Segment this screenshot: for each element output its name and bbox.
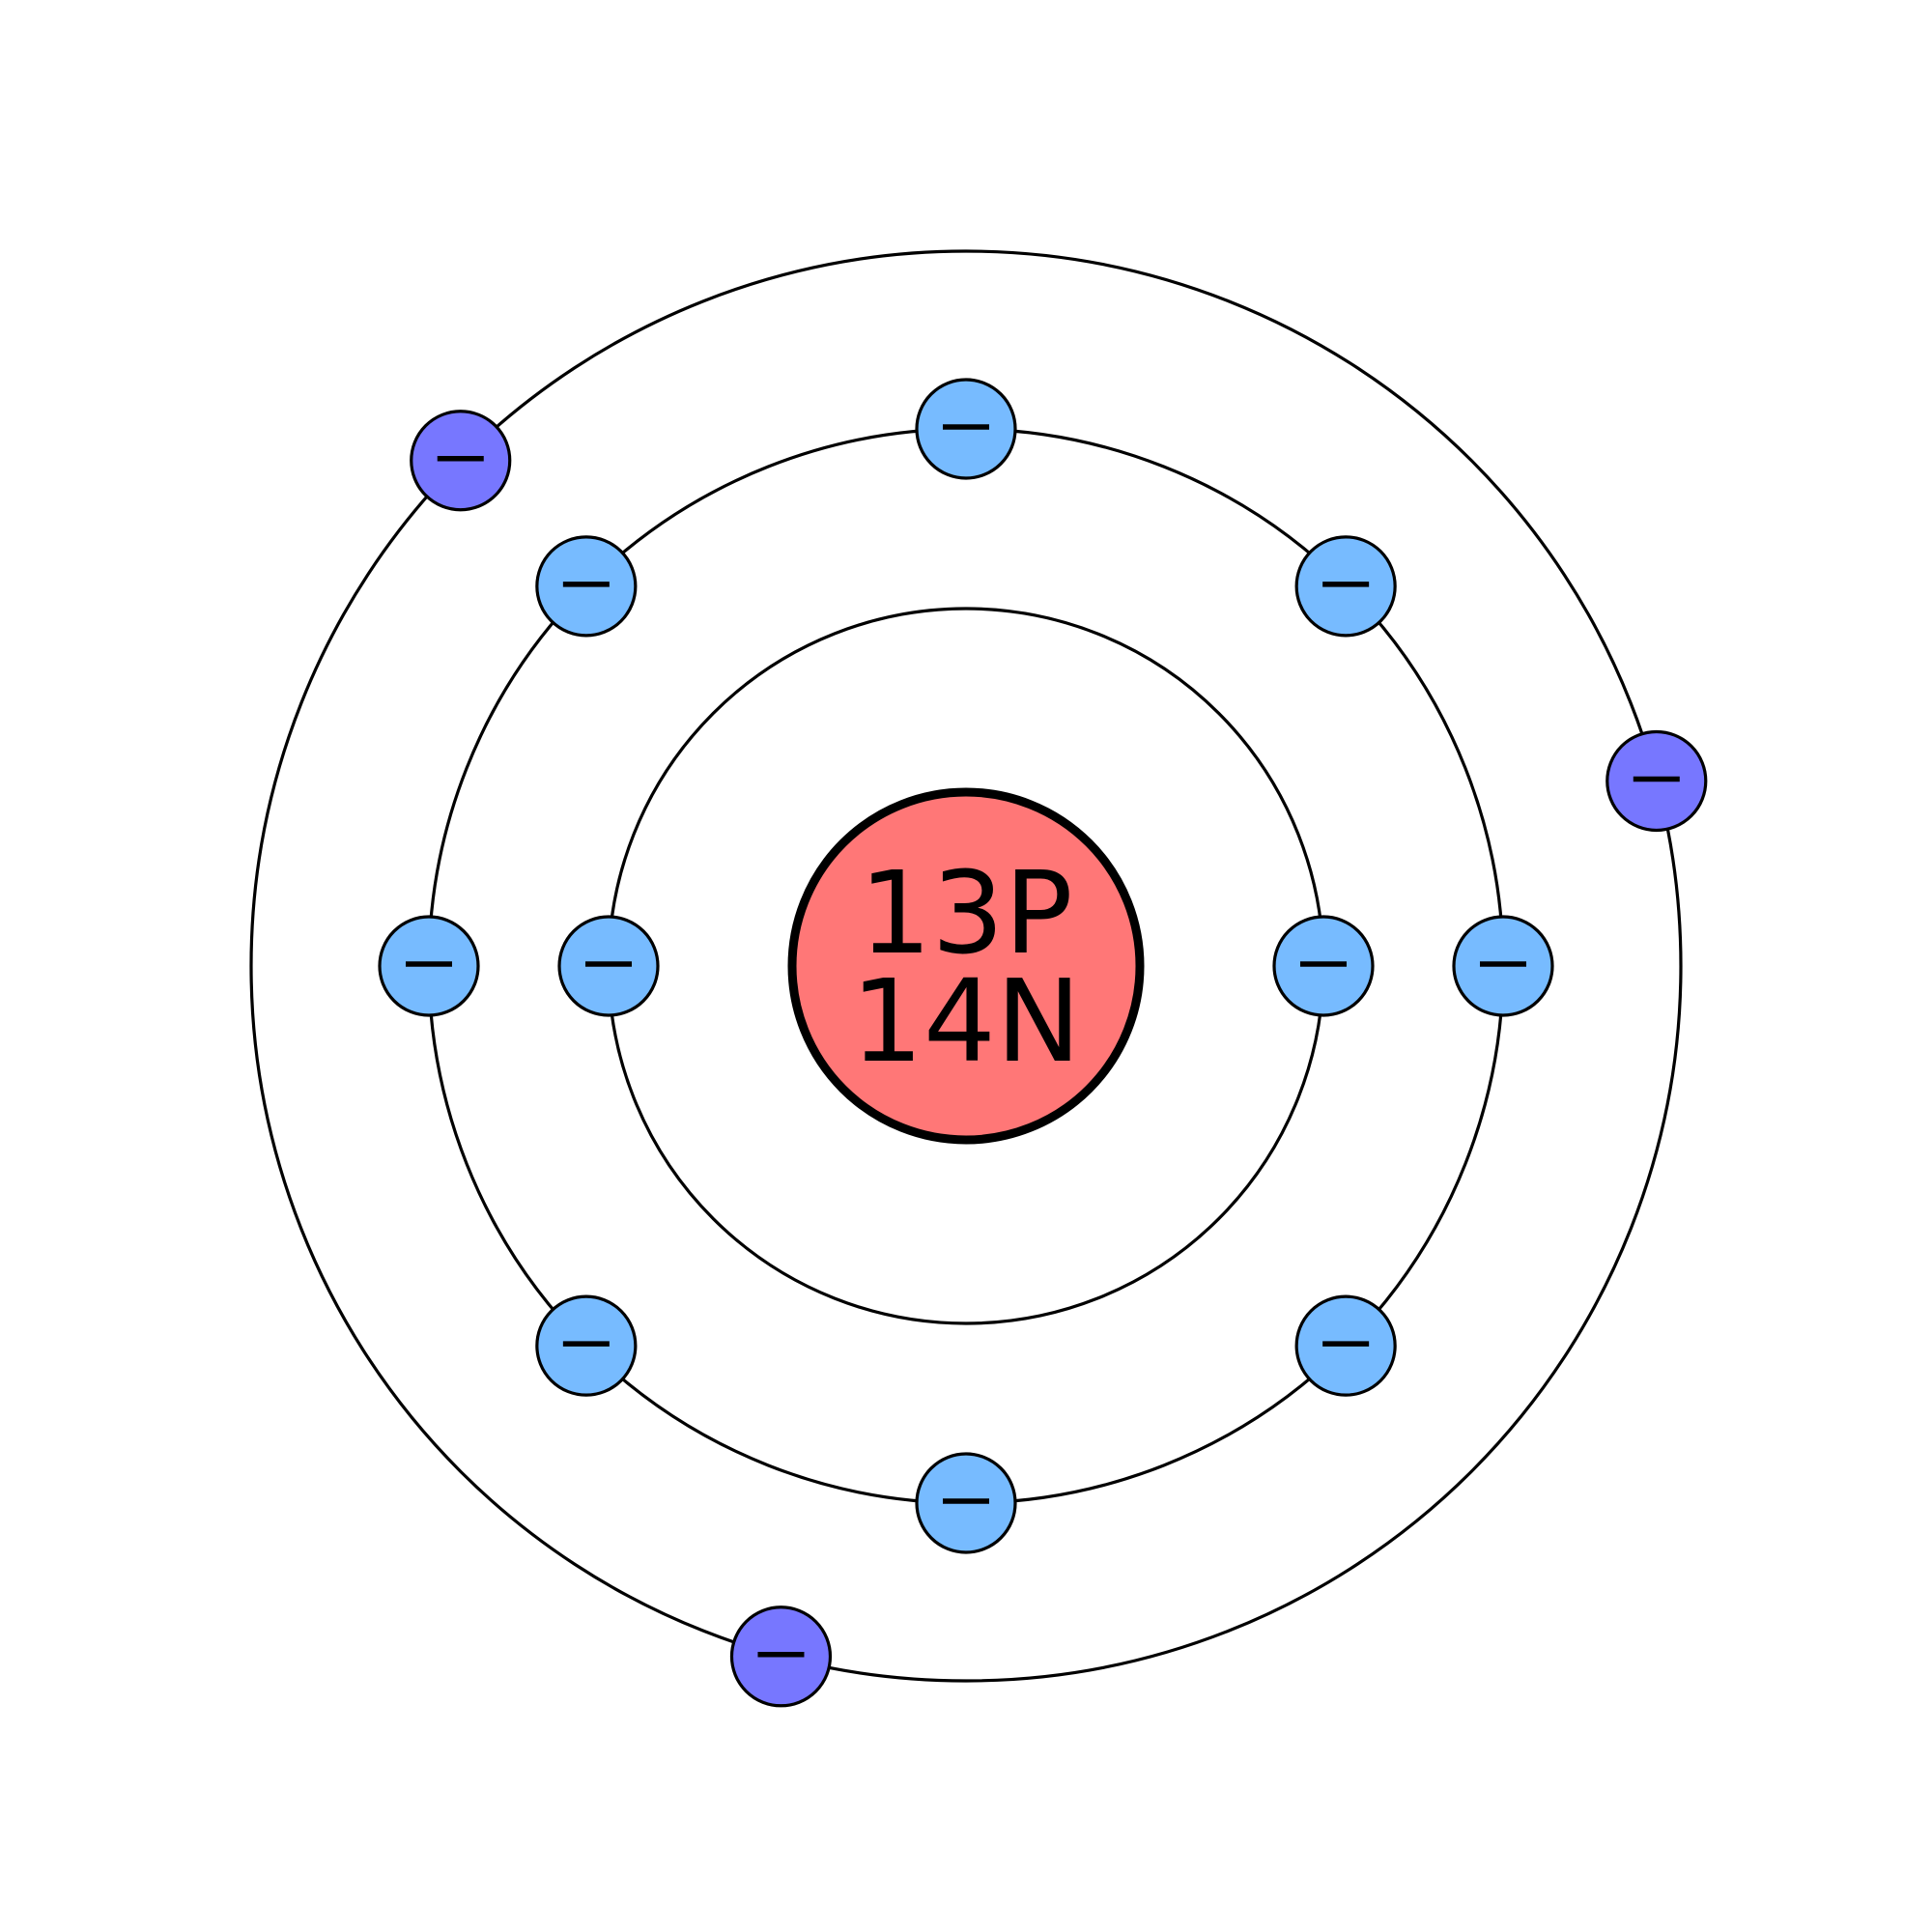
protons-label: 13P xyxy=(859,846,1072,980)
electron-shell-2 xyxy=(535,535,638,638)
electron-shell-2 xyxy=(1452,915,1554,1017)
electron-shell-2 xyxy=(1294,535,1397,638)
nucleus: 13P 14N xyxy=(787,787,1145,1145)
electron-shell-2 xyxy=(915,1452,1017,1554)
nucleus-circle xyxy=(787,787,1145,1145)
neutrons-label: 14N xyxy=(851,954,1081,1088)
electron-shell-2 xyxy=(1294,1294,1397,1397)
electron-shell-2 xyxy=(915,378,1017,480)
electron-shell-2 xyxy=(535,1294,638,1397)
orbit-shell-3 xyxy=(249,249,1683,1683)
electron-shell-1 xyxy=(557,915,660,1017)
electrons xyxy=(378,378,1708,1708)
electron-shell-1 xyxy=(1272,915,1375,1017)
electron-shell-2 xyxy=(378,915,480,1017)
electron-shell-3 xyxy=(410,410,512,512)
electron-shell-3 xyxy=(729,1605,833,1708)
electron-shell-3 xyxy=(1605,729,1708,833)
